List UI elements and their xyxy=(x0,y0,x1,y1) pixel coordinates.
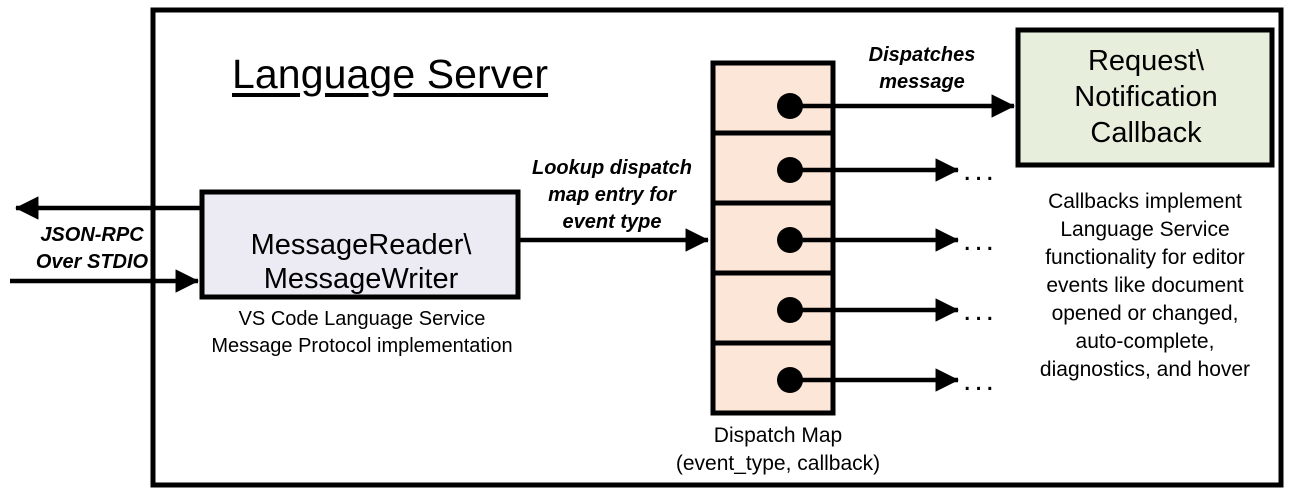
dispatch-map-cell-1 xyxy=(710,60,836,136)
request-notification-callback-label: Request\ Notification Callback xyxy=(1074,45,1218,149)
language-server-frame xyxy=(150,7,1284,488)
ellipsis-4: ... xyxy=(963,294,998,327)
dispatch-map-caption: Dispatch Map (event_type, callback) xyxy=(675,424,881,475)
dispatch-map-table xyxy=(710,60,836,416)
dispatches-message-label: Dispatches message xyxy=(868,44,976,93)
lookup-dispatch-label: Lookup dispatch map entry for event type xyxy=(532,157,692,233)
message-reader-writer-caption: VS Code Language Service Message Protoco… xyxy=(211,308,513,357)
jsonrpc-stdio-label: JSON-RPC Over STDIO xyxy=(35,224,149,273)
ellipsis-3: ... xyxy=(963,224,998,257)
ellipsis-5: ... xyxy=(963,364,998,397)
message-reader-writer-box xyxy=(199,189,521,300)
callback-description: Callbacks implement Language Service fun… xyxy=(1039,190,1251,381)
page-title: Language Server xyxy=(232,51,549,97)
ellipsis-2: ... xyxy=(963,154,998,187)
message-reader-writer-label: MessageReader\ MessageWriter xyxy=(250,229,472,296)
request-notification-callback-box xyxy=(1015,27,1275,168)
